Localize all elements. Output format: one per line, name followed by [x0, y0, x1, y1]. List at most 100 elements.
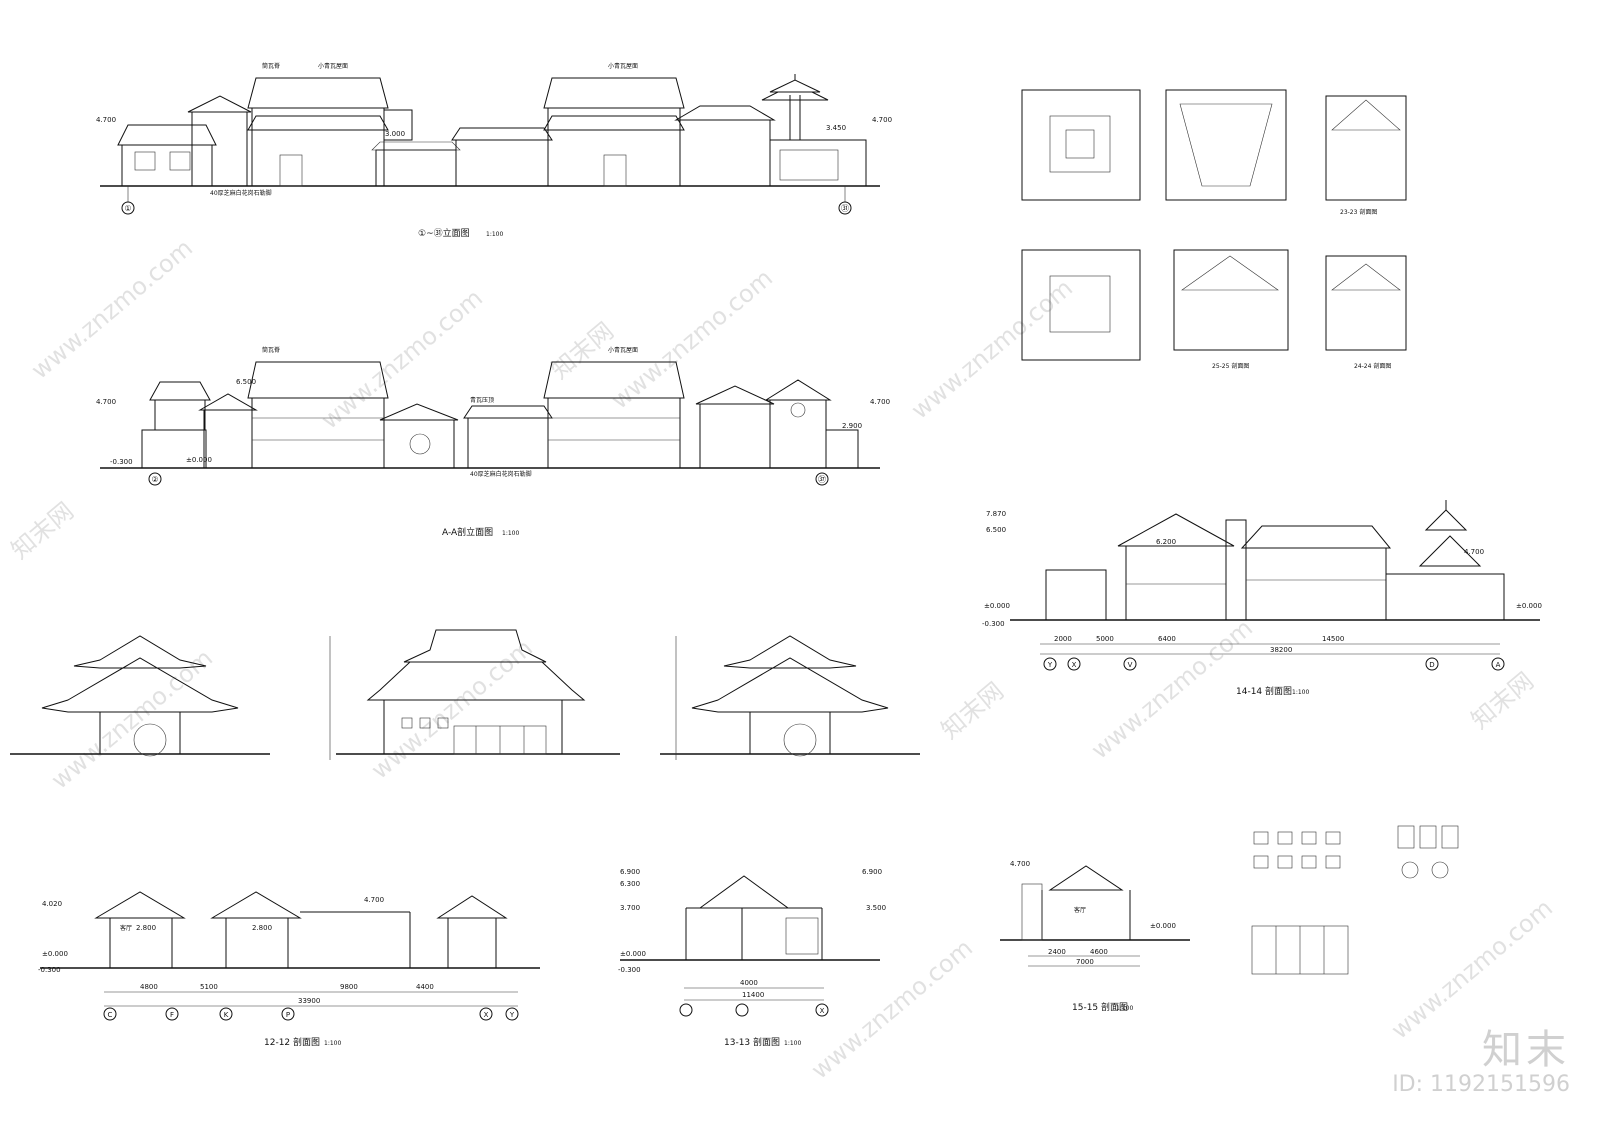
level-label: 4.020 — [42, 900, 62, 908]
dimension-label: 5000 — [1096, 635, 1114, 643]
level-label: 3.700 — [620, 904, 640, 912]
level-label: ±0.000 — [186, 456, 212, 464]
level-label: 4.700 — [1464, 548, 1484, 556]
dimension-label: 11400 — [742, 991, 764, 999]
dimension-label: 6400 — [1158, 635, 1176, 643]
dimension-label: 4800 — [140, 983, 158, 991]
detail-plans: 23-23 剖面图 25-25 剖面图 24-24 剖面图 — [1021, 89, 1407, 370]
dimension-label: 4400 — [416, 983, 434, 991]
axis-label: ① — [124, 204, 131, 213]
detail-clusters — [1251, 825, 1459, 975]
dimension-label: 2400 — [1048, 948, 1066, 956]
drawing-title: 23-23 剖面图 — [1340, 208, 1377, 216]
level-label: 4.700 — [872, 116, 892, 124]
axis-label: V — [1128, 661, 1133, 669]
watermark-text: www.znzmo.com — [606, 264, 778, 415]
level-label: 4.700 — [870, 398, 890, 406]
dimension-label: 38200 — [1270, 646, 1292, 654]
level-label: ±0.000 — [620, 950, 646, 958]
axis-label: K — [224, 1011, 229, 1019]
level-label: 7.870 — [986, 510, 1006, 518]
room-label: 客厅 — [120, 924, 132, 932]
dimension-label: 4600 — [1090, 948, 1108, 956]
level-label: 6.900 — [862, 868, 882, 876]
section-15: 4.700 ±0.000 客厅 2400 4600 7000 15-15 剖面图… — [1000, 860, 1190, 1013]
axis-label: Y — [1047, 661, 1053, 669]
axis-label: ㉛ — [841, 204, 849, 213]
note-label: 筒瓦脊 — [262, 62, 280, 70]
section-13: 6.900 6.300 3.700 3.500 6.900 ±0.000 -0.… — [618, 868, 886, 1048]
level-label: 6.300 — [620, 880, 640, 888]
note-label: 40厚芝麻白花岗石勒脚 — [470, 470, 532, 478]
level-label: 4.700 — [96, 116, 116, 124]
level-label: 6.500 — [986, 526, 1006, 534]
brand-id-label: ID: 1192151596 — [1392, 1072, 1570, 1097]
watermark-text: www.znzmo.com — [806, 934, 978, 1085]
level-label: ±0.000 — [42, 950, 68, 958]
watermark-brand: 知末网 — [6, 497, 79, 565]
watermark-text: www.znzmo.com — [366, 634, 538, 785]
dimension-label: 14500 — [1322, 635, 1344, 643]
note-label: 小青瓦屋面 — [608, 62, 638, 70]
note-label: 青瓦压顶 — [470, 396, 494, 404]
drawing-title: 15-15 剖面图 — [1072, 1001, 1128, 1013]
level-label: -0.300 — [110, 458, 133, 466]
level-label: 6.900 — [620, 868, 640, 876]
watermark-brand: 知末网 — [936, 677, 1009, 745]
level-label: ±0.000 — [1516, 602, 1542, 610]
level-label: -0.300 — [38, 966, 61, 974]
watermark-text: www.znzmo.com — [316, 284, 488, 435]
section-12: 4.020 ±0.000 -0.300 2.800 2.800 4.700 客厅… — [38, 891, 540, 1048]
level-label: 3.450 — [826, 124, 846, 132]
watermark-text: www.znzmo.com — [906, 274, 1078, 425]
pavilion-elevation-left — [10, 635, 270, 757]
drawing-scale: 1:100 — [486, 231, 503, 238]
drawing-title: A-A剖立面图 — [442, 526, 493, 538]
dimension-label: 7000 — [1076, 958, 1094, 966]
level-label: -0.300 — [982, 620, 1005, 628]
level-label: 2.800 — [136, 924, 156, 932]
drawing-title: 25-25 剖面图 — [1212, 362, 1249, 370]
watermark-layer: www.znzmo.com www.znzmo.com www.znzmo.co… — [6, 234, 1558, 1085]
elevation-1-38: ① ㉛ 4.700 4.700 3.000 3.450 筒瓦脊 小青瓦屋面 小青… — [96, 62, 892, 239]
drawing-scale: 1:100 — [324, 1040, 341, 1047]
level-label: 4.700 — [364, 896, 384, 904]
note-label: 筒瓦脊 — [262, 346, 280, 354]
level-label: 2.900 — [842, 422, 862, 430]
note-label: 小青瓦屋面 — [318, 62, 348, 70]
dimension-label: 4000 — [740, 979, 758, 987]
level-label: 3.500 — [866, 904, 886, 912]
note-label: 小青瓦屋面 — [608, 346, 638, 354]
level-label: 6.200 — [1156, 538, 1176, 546]
watermark-text: www.znzmo.com — [46, 644, 218, 795]
axis-label: D — [1429, 661, 1434, 669]
drawing-title: ①~㉛立面图 — [418, 227, 470, 239]
drawing-scale: 1:100 — [1292, 689, 1309, 696]
drawing-title: 13-13 剖面图 — [724, 1036, 780, 1048]
level-label: 4.700 — [1010, 860, 1030, 868]
drawing-scale: 1:100 — [784, 1040, 801, 1047]
axis-label: F — [170, 1011, 174, 1019]
pavilion-elevation-right — [660, 635, 920, 760]
room-label: 客厅 — [1074, 906, 1086, 914]
level-label: 2.800 — [252, 924, 272, 932]
drawing-title: 24-24 剖面图 — [1354, 362, 1391, 370]
axis-label: Y — [509, 1011, 515, 1019]
dimension-label: 5100 — [200, 983, 218, 991]
level-label: 3.000 — [385, 130, 405, 138]
axis-label: X — [1072, 661, 1077, 669]
note-label: 40厚芝麻白花岗石勒脚 — [210, 189, 272, 197]
axis-label: C — [108, 1011, 113, 1019]
axis-label: A — [1496, 661, 1501, 669]
dimension-label: 33900 — [298, 997, 320, 1005]
axis-label: X — [820, 1007, 825, 1015]
watermark-text: www.znzmo.com — [1386, 894, 1558, 1045]
drawing-scale: 1:100 — [502, 530, 519, 537]
brand-watermark: 知末 ID: 1192151596 — [1392, 1028, 1570, 1097]
level-label: 4.700 — [96, 398, 116, 406]
drawing-scale: 1:100 — [1116, 1005, 1133, 1012]
drawing-title: 12-12 剖面图 — [264, 1036, 320, 1048]
dimension-label: 9800 — [340, 983, 358, 991]
axis-label: X — [484, 1011, 489, 1019]
